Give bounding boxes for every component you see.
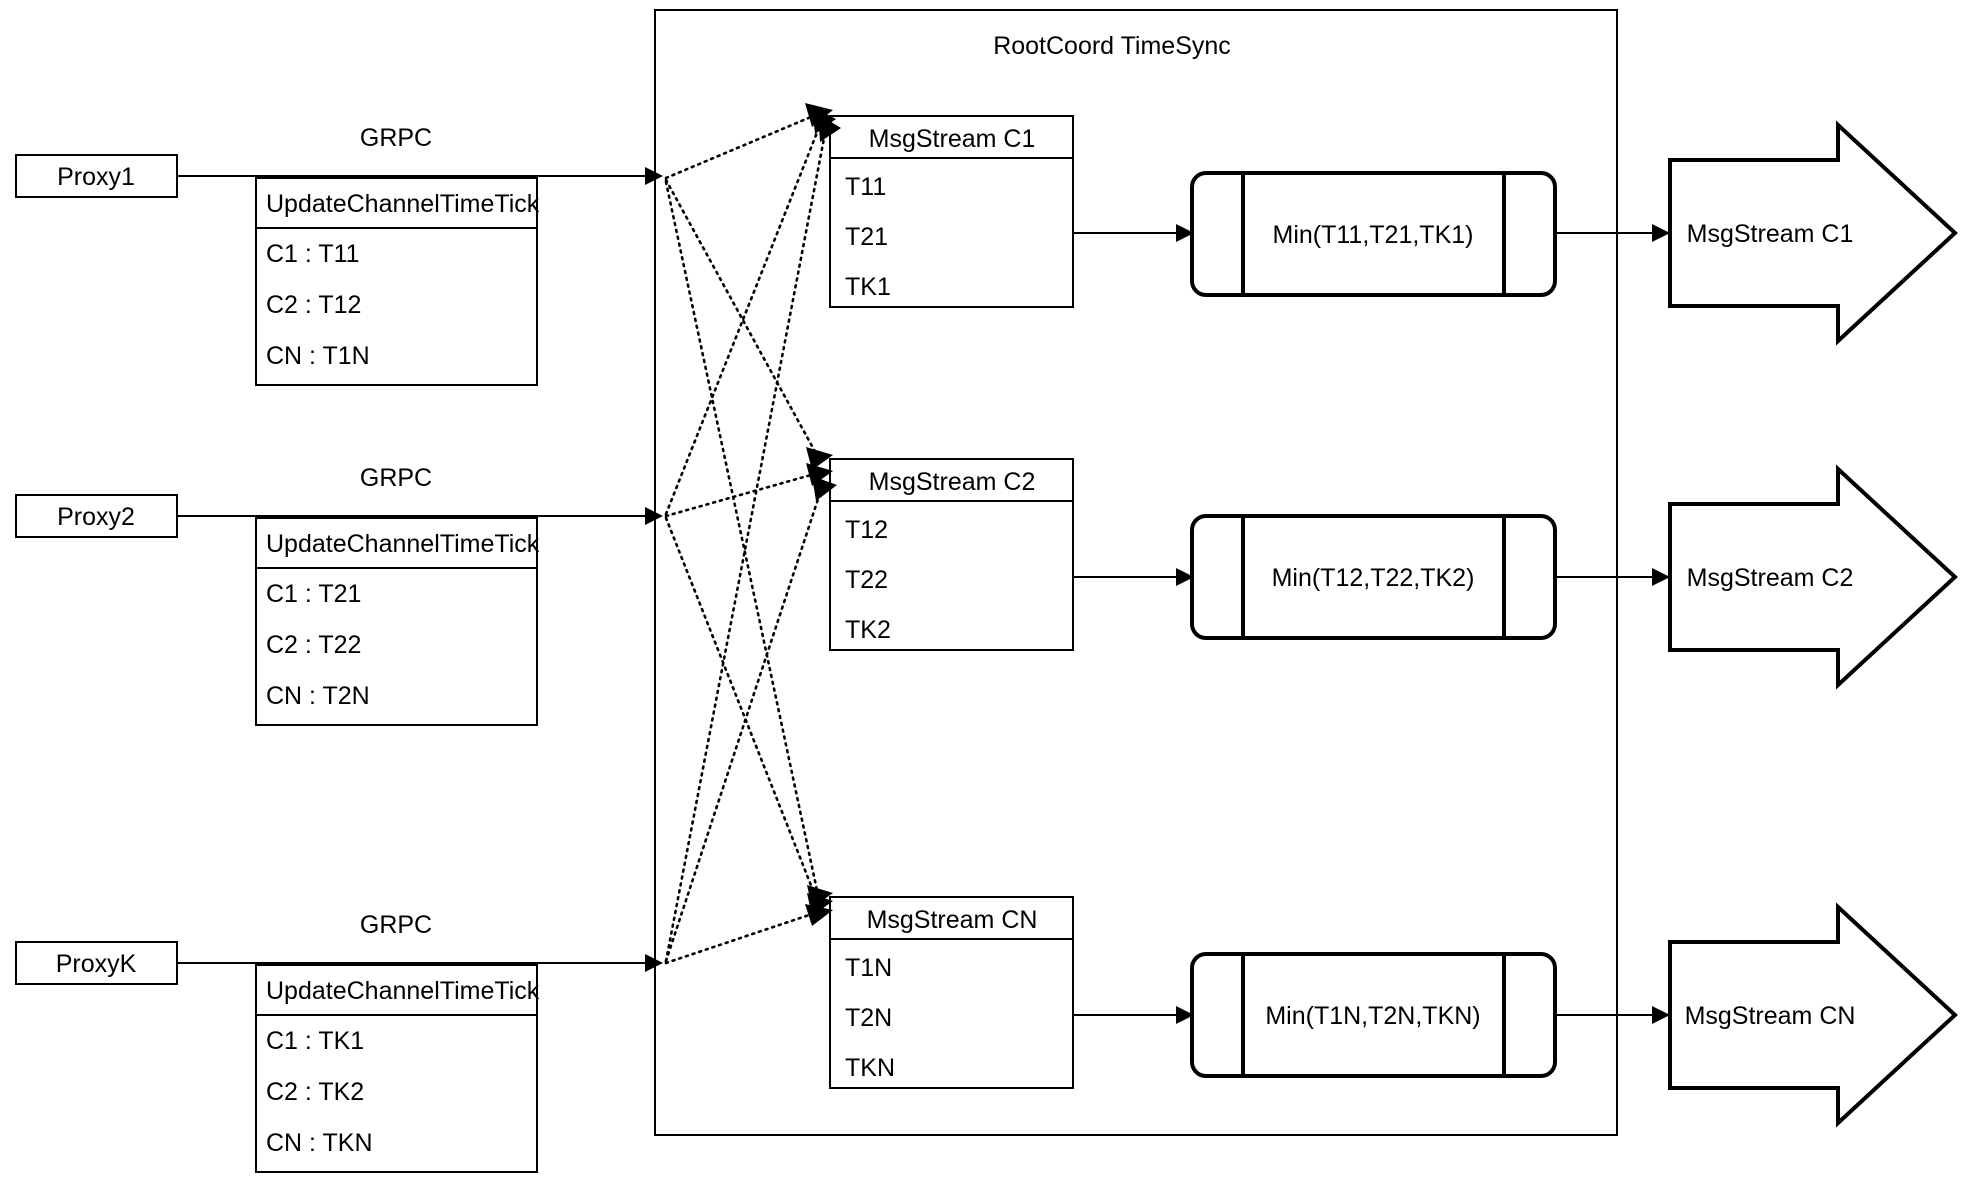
update-channel-timetick-box-2: [255, 517, 538, 726]
dotted-pk-to-cn: [664, 910, 820, 965]
timetick-entry-3-0: C1 : TK1: [266, 1027, 364, 1055]
msgstream-to-min-arrowhead-1: [1176, 224, 1194, 242]
dotted-arrowhead-pk-c1: [818, 114, 841, 142]
update-channel-timetick-box-3: [255, 964, 538, 1173]
min-label-3: Min(T1N,T2N,TKN): [1265, 1002, 1480, 1030]
grpc-arrowhead-3: [645, 954, 663, 972]
timetick-entry-3-1: C2 : TK2: [266, 1078, 364, 1106]
msgstream-header-2: MsgStream C2: [869, 468, 1036, 496]
msgstream-tick-3-1: T2N: [845, 1004, 892, 1032]
update-channel-timetick-box-1: [255, 177, 538, 386]
msgstream-box-1: [829, 115, 1074, 308]
msgstream-tick-1-2: TK1: [845, 273, 891, 301]
grpc-label-3: GRPC: [360, 911, 432, 939]
output-block-arrow-2: [1668, 464, 1958, 690]
msgstream-tick-2-0: T12: [845, 516, 888, 544]
msgstream-header-1: MsgStream C1: [869, 125, 1036, 153]
grpc-arrowhead-2: [645, 507, 663, 525]
msgstream-box-3: [829, 896, 1074, 1089]
msgstream-tick-3-2: TKN: [845, 1054, 895, 1082]
dotted-p2-to-c2: [664, 471, 820, 518]
msgstream-box-2: [829, 458, 1074, 651]
msgstream-tick-2-1: T22: [845, 566, 888, 594]
min-label-2: Min(T12,T22,TK2): [1272, 564, 1475, 592]
timetick-entry-1-1: C2 : T12: [266, 291, 361, 319]
min-to-output-arrowhead-1: [1652, 224, 1670, 242]
dotted-p2-to-cn: [664, 516, 820, 905]
msgstream-tick-2-2: TK2: [845, 616, 891, 644]
dotted-arrowhead-p1-c2: [806, 447, 833, 470]
proxy-box-1[interactable]: [15, 154, 178, 198]
output-label-3: MsgStream CN: [1685, 1002, 1856, 1030]
update-channel-timetick-header-3: UpdateChannelTimeTick: [266, 977, 540, 1005]
rootcoord-timesync-title: RootCoord TimeSync: [993, 32, 1231, 60]
min-to-output-arrowhead-3: [1652, 1006, 1670, 1024]
output-block-arrow-1: [1668, 120, 1958, 346]
grpc-label-2: GRPC: [360, 464, 432, 492]
dotted-arrowhead-pk-cn: [805, 904, 833, 926]
msgstream-tick-1-0: T11: [845, 173, 886, 201]
min-to-output-arrowhead-2: [1652, 568, 1670, 586]
proxy-box-2[interactable]: [15, 494, 178, 538]
proxy-box-3[interactable]: [15, 941, 178, 985]
msgstream-to-min-arrowhead-2: [1176, 568, 1194, 586]
output-block-arrow-3: [1668, 902, 1958, 1128]
timetick-entry-2-0: C1 : T21: [266, 580, 361, 608]
msgstream-header-3: MsgStream CN: [867, 906, 1038, 934]
dotted-pk-to-c2: [664, 485, 824, 963]
proxy-label-1: Proxy1: [57, 163, 135, 191]
update-channel-timetick-header-2: UpdateChannelTimeTick: [266, 530, 540, 558]
grpc-arrowhead-1: [645, 167, 663, 185]
proxy-label-2: Proxy2: [57, 503, 135, 531]
update-channel-timetick-header-1: UpdateChannelTimeTick: [266, 190, 540, 218]
timetick-entry-1-2: CN : T1N: [266, 342, 370, 370]
msgstream-tick-1-1: T21: [845, 223, 888, 251]
dotted-p1-to-c1: [664, 112, 820, 180]
output-label-1: MsgStream C1: [1687, 220, 1854, 248]
dotted-p1-to-cn: [664, 180, 820, 897]
timetick-entry-2-1: C2 : T22: [266, 631, 361, 659]
output-label-2: MsgStream C2: [1687, 564, 1854, 592]
grpc-label-1: GRPC: [360, 124, 432, 152]
timetick-entry-3-2: CN : TKN: [266, 1129, 373, 1157]
dotted-arrowhead-pk-c2: [812, 476, 837, 501]
msgstream-tick-3-0: T1N: [845, 954, 892, 982]
timetick-entry-2-2: CN : T2N: [266, 682, 370, 710]
min-label-1: Min(T11,T21,TK1): [1273, 221, 1474, 249]
dotted-pk-to-c1: [664, 126, 828, 963]
dotted-p2-to-c1: [664, 118, 824, 516]
msgstream-to-min-arrowhead-3: [1176, 1006, 1194, 1024]
timetick-entry-1-0: C1 : T11: [266, 240, 360, 268]
proxy-label-3: ProxyK: [56, 950, 137, 978]
